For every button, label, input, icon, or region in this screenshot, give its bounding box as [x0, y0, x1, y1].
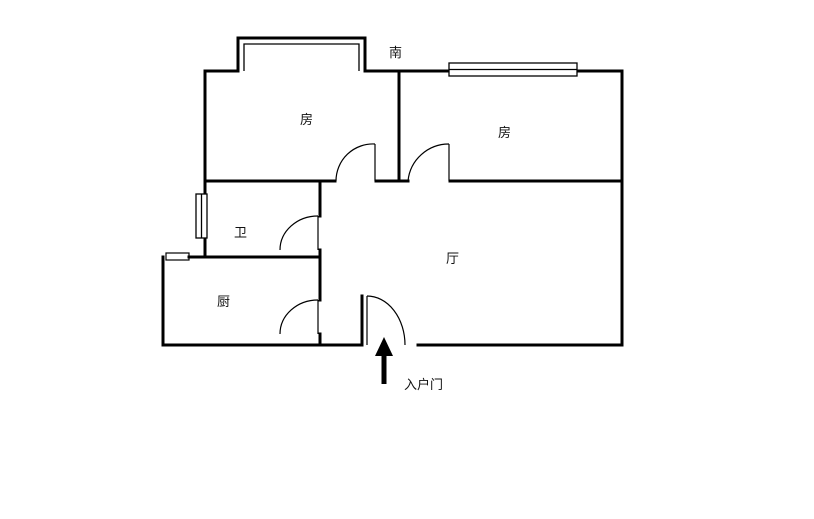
room-label-living: 厅 [446, 252, 459, 267]
door-kitchen [279, 299, 319, 335]
entrance-arrow-icon [375, 337, 393, 384]
room-label-bathroom: 卫 [234, 226, 247, 241]
door-bathroom [279, 215, 319, 251]
door-bedroom-right [407, 143, 450, 182]
window-top-right [448, 62, 578, 77]
balcony-bay [236, 36, 367, 73]
window-kitchen [165, 252, 190, 261]
doors [279, 143, 450, 346]
room-label-bedroom-right: 房 [498, 125, 511, 141]
outer-walls [161, 69, 624, 347]
door-bedroom-left [335, 143, 376, 182]
room-label-kitchen: 厨 [217, 295, 230, 310]
interior-walls [187, 69, 624, 347]
window-bathroom [195, 193, 208, 239]
door-entrance [366, 295, 406, 346]
room-label-bedroom-left: 房 [300, 112, 313, 128]
compass-label: 南 [389, 45, 402, 61]
entrance-label: 入户门 [404, 377, 443, 393]
